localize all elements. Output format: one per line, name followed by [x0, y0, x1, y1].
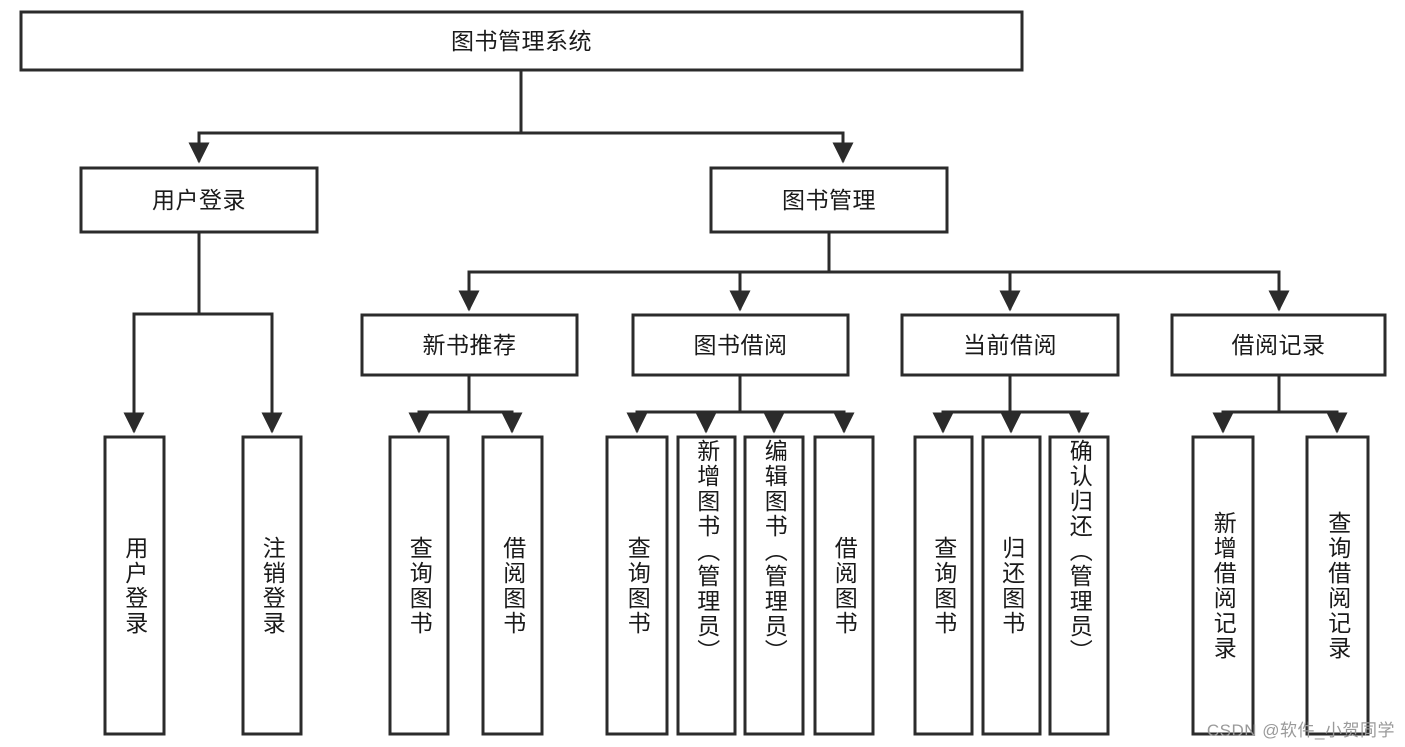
node-box-leaf-add-record[interactable]: [1191, 435, 1255, 736]
node-box-book-borrow[interactable]: [631, 313, 850, 377]
connector-book-borrow-to-leaves: [626, 373, 855, 434]
node-box-root[interactable]: [19, 10, 1024, 72]
node-box-leaf-borrow-book[interactable]: [813, 435, 875, 736]
node-box-current-borrow[interactable]: [900, 313, 1120, 377]
node-box-leaf-borrow-book-rec[interactable]: [481, 435, 544, 736]
node-box-leaf-query-record[interactable]: [1305, 435, 1370, 736]
node-box-user-login[interactable]: [79, 166, 319, 234]
node-box-borrow-record[interactable]: [1170, 313, 1387, 377]
node-box-leaf-logout[interactable]: [241, 435, 303, 736]
connector-borrow-record-to-leaves: [1212, 373, 1348, 434]
node-box-leaf-query-book-borrow[interactable]: [605, 435, 669, 736]
connector-book-manage-to-level3: [458, 230, 1290, 312]
connector-root-to-level2: [188, 68, 854, 164]
node-box-new-book-rec[interactable]: [360, 313, 579, 377]
node-box-book-manage[interactable]: [709, 166, 949, 234]
node-box-leaf-add-book[interactable]: [676, 435, 737, 736]
csdn-watermark: CSDN @软件_小贺同学: [1206, 721, 1395, 740]
node-box-leaf-return-book[interactable]: [981, 435, 1042, 736]
node-box-leaf-user-login[interactable]: [103, 435, 166, 736]
node-box-leaf-confirm-return[interactable]: [1048, 435, 1110, 736]
node-box-leaf-query-book-rec[interactable]: [388, 435, 450, 736]
node-box-leaf-edit-book[interactable]: [743, 435, 805, 736]
connector-new-book-rec-to-leaves: [408, 373, 523, 434]
node-box-leaf-query-book-cur[interactable]: [913, 435, 974, 736]
connector-current-borrow-to-leaves: [932, 373, 1090, 434]
connector-user-login-to-leaves: [123, 230, 283, 434]
